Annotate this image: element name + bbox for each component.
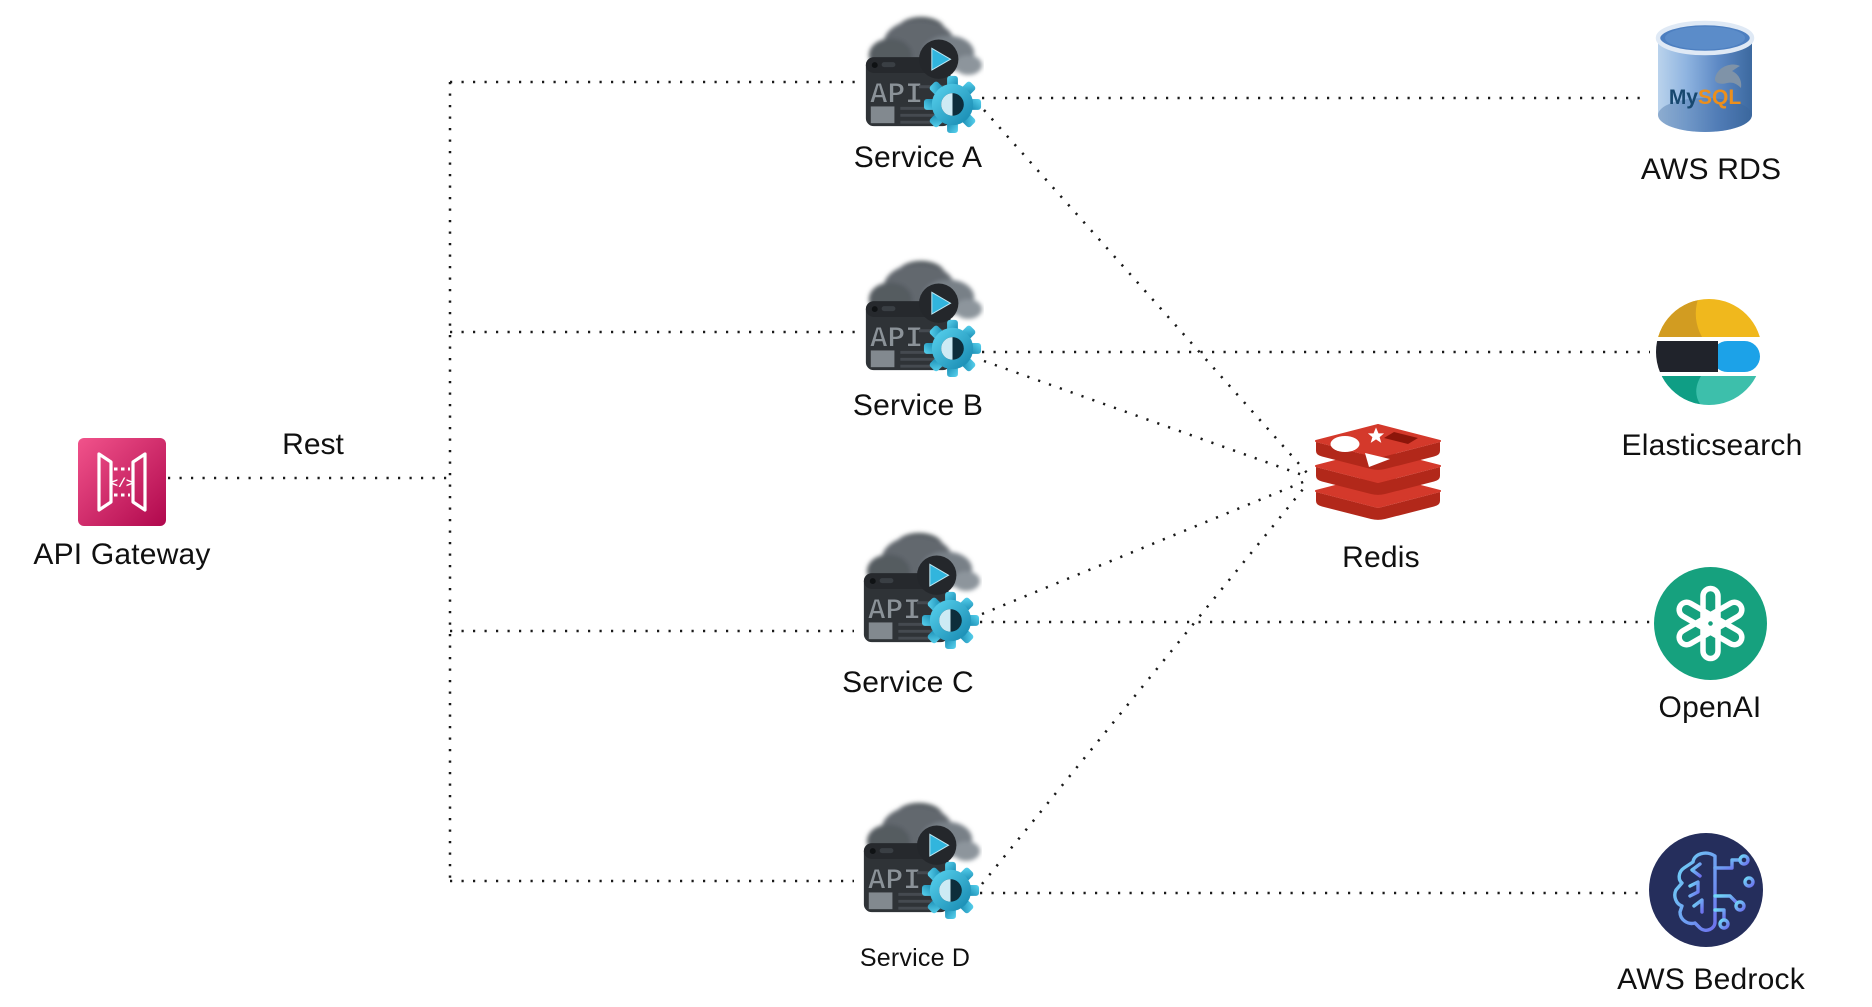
node-label-service-c: Service C <box>842 666 974 699</box>
node-label-aws-bedrock: AWS Bedrock <box>1617 963 1805 996</box>
api-window-text: API <box>870 322 923 356</box>
node-label-aws-rds: AWS RDS <box>1640 153 1782 186</box>
node-service-a: API <box>858 8 984 134</box>
mysql-text-my: My <box>1669 86 1698 109</box>
node-label-service-d: Service D <box>859 944 971 972</box>
node-label-elasticsearch: Elasticsearch <box>1621 429 1803 462</box>
play-icon <box>917 825 957 865</box>
gear-icon <box>923 75 982 134</box>
elasticsearch-icon <box>1656 299 1762 405</box>
service-icon: API <box>865 16 983 134</box>
gear-icon <box>921 861 980 920</box>
node-label-openai: OpenAI <box>1658 691 1762 724</box>
mysql-text-sql: SQL <box>1698 86 1741 109</box>
svg-text:MySQL: MySQL <box>1669 86 1742 109</box>
gateway-right-door <box>131 452 147 512</box>
service-icon: API <box>865 260 983 378</box>
node-service-b: API <box>858 252 984 378</box>
api-window-text: API <box>870 78 923 112</box>
redis-triangle-shape <box>1365 453 1390 467</box>
node-redis <box>1312 424 1444 530</box>
api-window-text: API <box>868 594 921 628</box>
redis-star-shape <box>1367 427 1385 443</box>
edge-service-d-to-redis <box>981 482 1309 885</box>
bedrock-icon <box>1649 833 1763 947</box>
node-elasticsearch <box>1654 297 1764 407</box>
redis-circle-shape <box>1330 436 1360 452</box>
node-openai <box>1654 567 1767 680</box>
openai-knot-shape <box>1676 585 1745 662</box>
mysql-database-icon: MySQL <box>1655 20 1755 132</box>
edge-label-rest: Rest <box>282 428 344 461</box>
node-service-d: API <box>856 794 982 920</box>
api-window-text: API <box>868 864 921 898</box>
gear-icon <box>923 319 982 378</box>
node-aws-bedrock <box>1648 832 1764 948</box>
gateway-code-glyph: </> <box>110 476 134 491</box>
edge-service-c-to-redis <box>981 478 1309 616</box>
edge-service-b-to-redis <box>983 359 1309 479</box>
service-icon: API <box>863 802 981 920</box>
gear-icon <box>921 591 980 650</box>
edge-service-a-to-redis <box>983 109 1309 475</box>
node-label-redis: Redis <box>1342 541 1420 574</box>
redis-hole-shape <box>1384 432 1418 444</box>
node-api-gateway: </> <box>78 438 166 526</box>
node-label-service-a: Service A <box>853 141 983 174</box>
mysql-dolphin-shape <box>1714 64 1742 88</box>
node-aws-rds: MySQL <box>1652 20 1758 140</box>
bedrock-brain-circuit-shape <box>1673 851 1755 932</box>
gateway-left-door <box>97 452 113 512</box>
node-label-service-b: Service B <box>852 389 984 422</box>
play-icon <box>919 283 959 323</box>
api-gateway-icon: </> <box>78 438 166 526</box>
node-label-api-gateway: API Gateway <box>33 538 211 571</box>
service-icon: API <box>863 532 981 650</box>
node-service-c: API <box>856 524 982 650</box>
openai-icon <box>1654 567 1767 680</box>
play-icon <box>917 555 957 595</box>
play-icon <box>919 39 959 79</box>
redis-icon <box>1315 424 1441 520</box>
